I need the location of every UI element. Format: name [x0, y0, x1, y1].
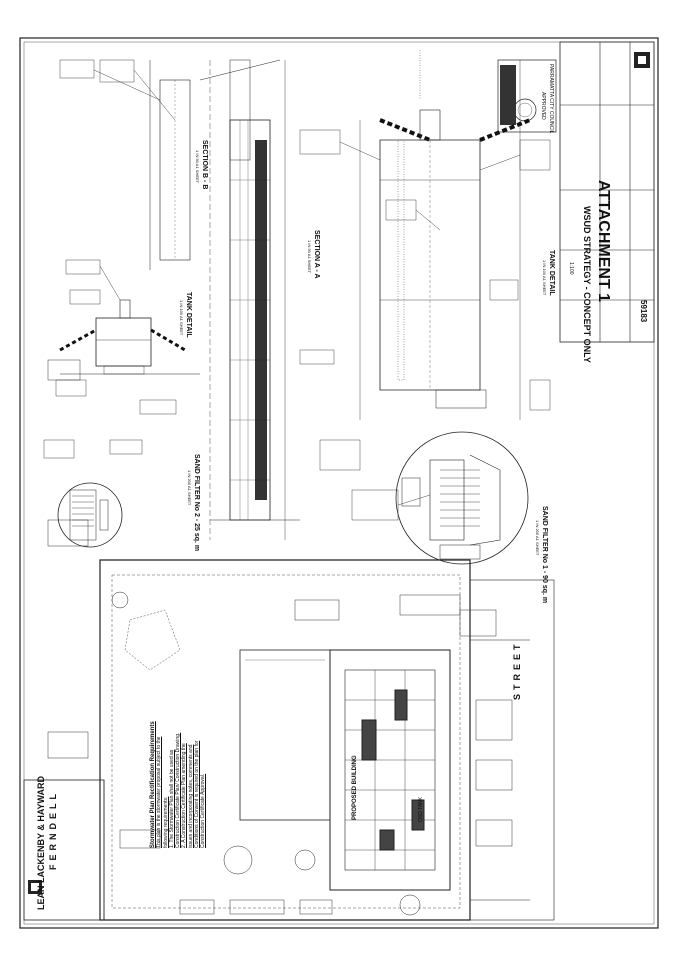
- sand-filter-1-title: SAND FILTER No 1 - 90 sq. m: [541, 506, 548, 604]
- revision-clouds: [397, 50, 421, 381]
- detail-callouts: [43, 59, 551, 521]
- site-callouts: [47, 359, 513, 915]
- osd-tank-label: OSD TANK: [418, 796, 424, 822]
- firm-strip: [23, 579, 555, 921]
- sand-filter-2-detail: [57, 482, 123, 548]
- notes-line-8: Construction Certificate Approval.: [200, 773, 207, 848]
- sand-filter-2-title: SAND FILTER No 2 - 25 sq. m: [193, 454, 200, 552]
- section-bb: [149, 59, 281, 270]
- section-aa-scale: 1 IN 50 A1 SHEET: [307, 240, 312, 274]
- scale-label: 1:100: [568, 262, 574, 275]
- sand-filter-2-scale: 1 IN 200 A1 SHEET: [187, 470, 192, 506]
- sand-filter-1-detail: [395, 431, 529, 565]
- street-name-2: STREET: [512, 640, 522, 700]
- section-bb-scale: 1 IN 50 A1 SHEET: [195, 150, 200, 184]
- notes-line-1: This plan is the stormwater proposal sub…: [156, 736, 163, 848]
- council-name: PARRAMATTA CITY COUNCIL: [548, 64, 554, 134]
- attachment-label: ATTACHMENT 1: [595, 180, 612, 303]
- section-aa: [209, 60, 300, 540]
- strategy-title: WSUD STRATEGY - CONCEPT ONLY: [582, 206, 592, 363]
- sand-filter-1-scale: 1 IN 200 A1 SHEET: [535, 520, 540, 556]
- tank-detail-2-scale: 1 IN 100 A1 SHEET: [542, 260, 547, 296]
- tank-detail-right: [359, 60, 531, 420]
- tank-detail-2-title: TANK DETAIL: [548, 250, 555, 296]
- tank-detail-left: [59, 299, 200, 375]
- firm-name: LEAN LACKENBY & HAYWARD: [36, 775, 46, 910]
- site-plan: [99, 559, 530, 921]
- street-name-1: FERNDELL: [48, 790, 58, 870]
- tank-detail-1-scale: 1 IN 100 A1 SHEET: [179, 300, 184, 336]
- section-bb-title: SECTION B - B: [201, 140, 208, 190]
- job-number: 59183: [639, 300, 648, 323]
- section-aa-title: SECTION A - A: [313, 230, 320, 279]
- approved-stamp: APPROVED: [540, 92, 546, 120]
- stormwater-notes: Stormwater Plan Rectification Requiremen…: [150, 721, 207, 848]
- title-block: [497, 41, 655, 343]
- tank-detail-1-title: TANK DETAIL: [185, 292, 192, 338]
- proposed-building-label: PROPOSED BUILDING: [352, 755, 358, 820]
